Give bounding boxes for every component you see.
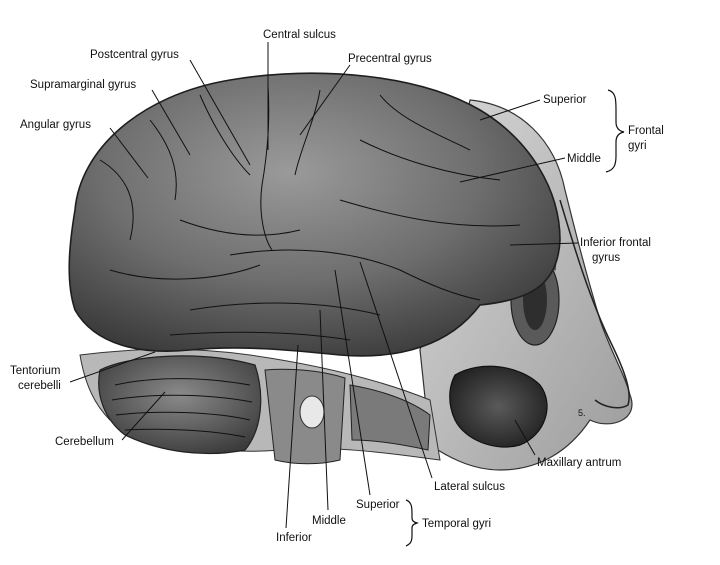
label-inferior-frontal-gyrus: gyrus	[592, 252, 620, 264]
leader-postcentral-gyrus	[189, 59, 251, 166]
leader-maxillary-antrum	[514, 419, 536, 456]
label-frontal: Frontal	[628, 125, 664, 137]
leader-tentorium	[69, 351, 156, 383]
temporal-gyri-brace	[405, 499, 419, 547]
leader-precentral-gyrus	[299, 64, 351, 136]
leader-middle-temporal	[319, 309, 329, 511]
leader-lateral-sulcus	[359, 261, 433, 479]
label-inferior-temporal: Inferior	[276, 532, 312, 544]
label-maxillary-antrum: Maxillary antrum	[537, 457, 621, 469]
label-tentorium-cerebelli: cerebelli	[18, 380, 61, 392]
label-middle-frontal: Middle	[567, 153, 601, 165]
label-inferior-frontal: Inferior frontal	[580, 237, 651, 249]
label-tentorium: Tentorium	[10, 365, 61, 377]
labels: Central sulcus Postcentral gyrus Precent…	[10, 29, 664, 544]
leader-middle-frontal	[459, 157, 566, 183]
label-precentral-gyrus: Precentral gyrus	[348, 53, 432, 65]
leader-inferior-temporal	[285, 344, 299, 529]
leader-supramarginal-gyrus	[151, 89, 191, 156]
label-temporal-gyri: Temporal gyri	[422, 518, 491, 530]
cerebrum-shape	[68, 72, 561, 357]
label-superior-temporal: Superior	[356, 499, 400, 511]
label-postcentral-gyrus: Postcentral gyrus	[90, 49, 179, 61]
leader-superior-frontal	[479, 99, 541, 121]
leader-angular-gyrus	[109, 127, 149, 179]
label-supramarginal-gyrus: Supramarginal gyrus	[30, 79, 136, 91]
label-frontal-gyri: gyri	[628, 140, 647, 152]
label-angular-gyrus: Angular gyrus	[20, 119, 91, 131]
label-central-sulcus: Central sulcus	[263, 29, 336, 41]
label-plate-number: 5.	[578, 408, 586, 418]
cerebellum-shape	[98, 355, 262, 455]
label-lateral-sulcus: Lateral sulcus	[434, 481, 505, 493]
maxillary-antrum-shape	[449, 365, 548, 448]
leader-lines	[69, 42, 579, 529]
frontal-gyri-brace	[605, 89, 625, 173]
label-cerebellum: Cerebellum	[55, 436, 114, 448]
label-superior-frontal: Superior	[543, 94, 587, 106]
leader-superior-temporal	[334, 269, 371, 496]
leader-inferior-frontal	[509, 242, 579, 246]
leader-cerebellum	[121, 391, 166, 441]
label-middle-temporal: Middle	[312, 515, 346, 527]
